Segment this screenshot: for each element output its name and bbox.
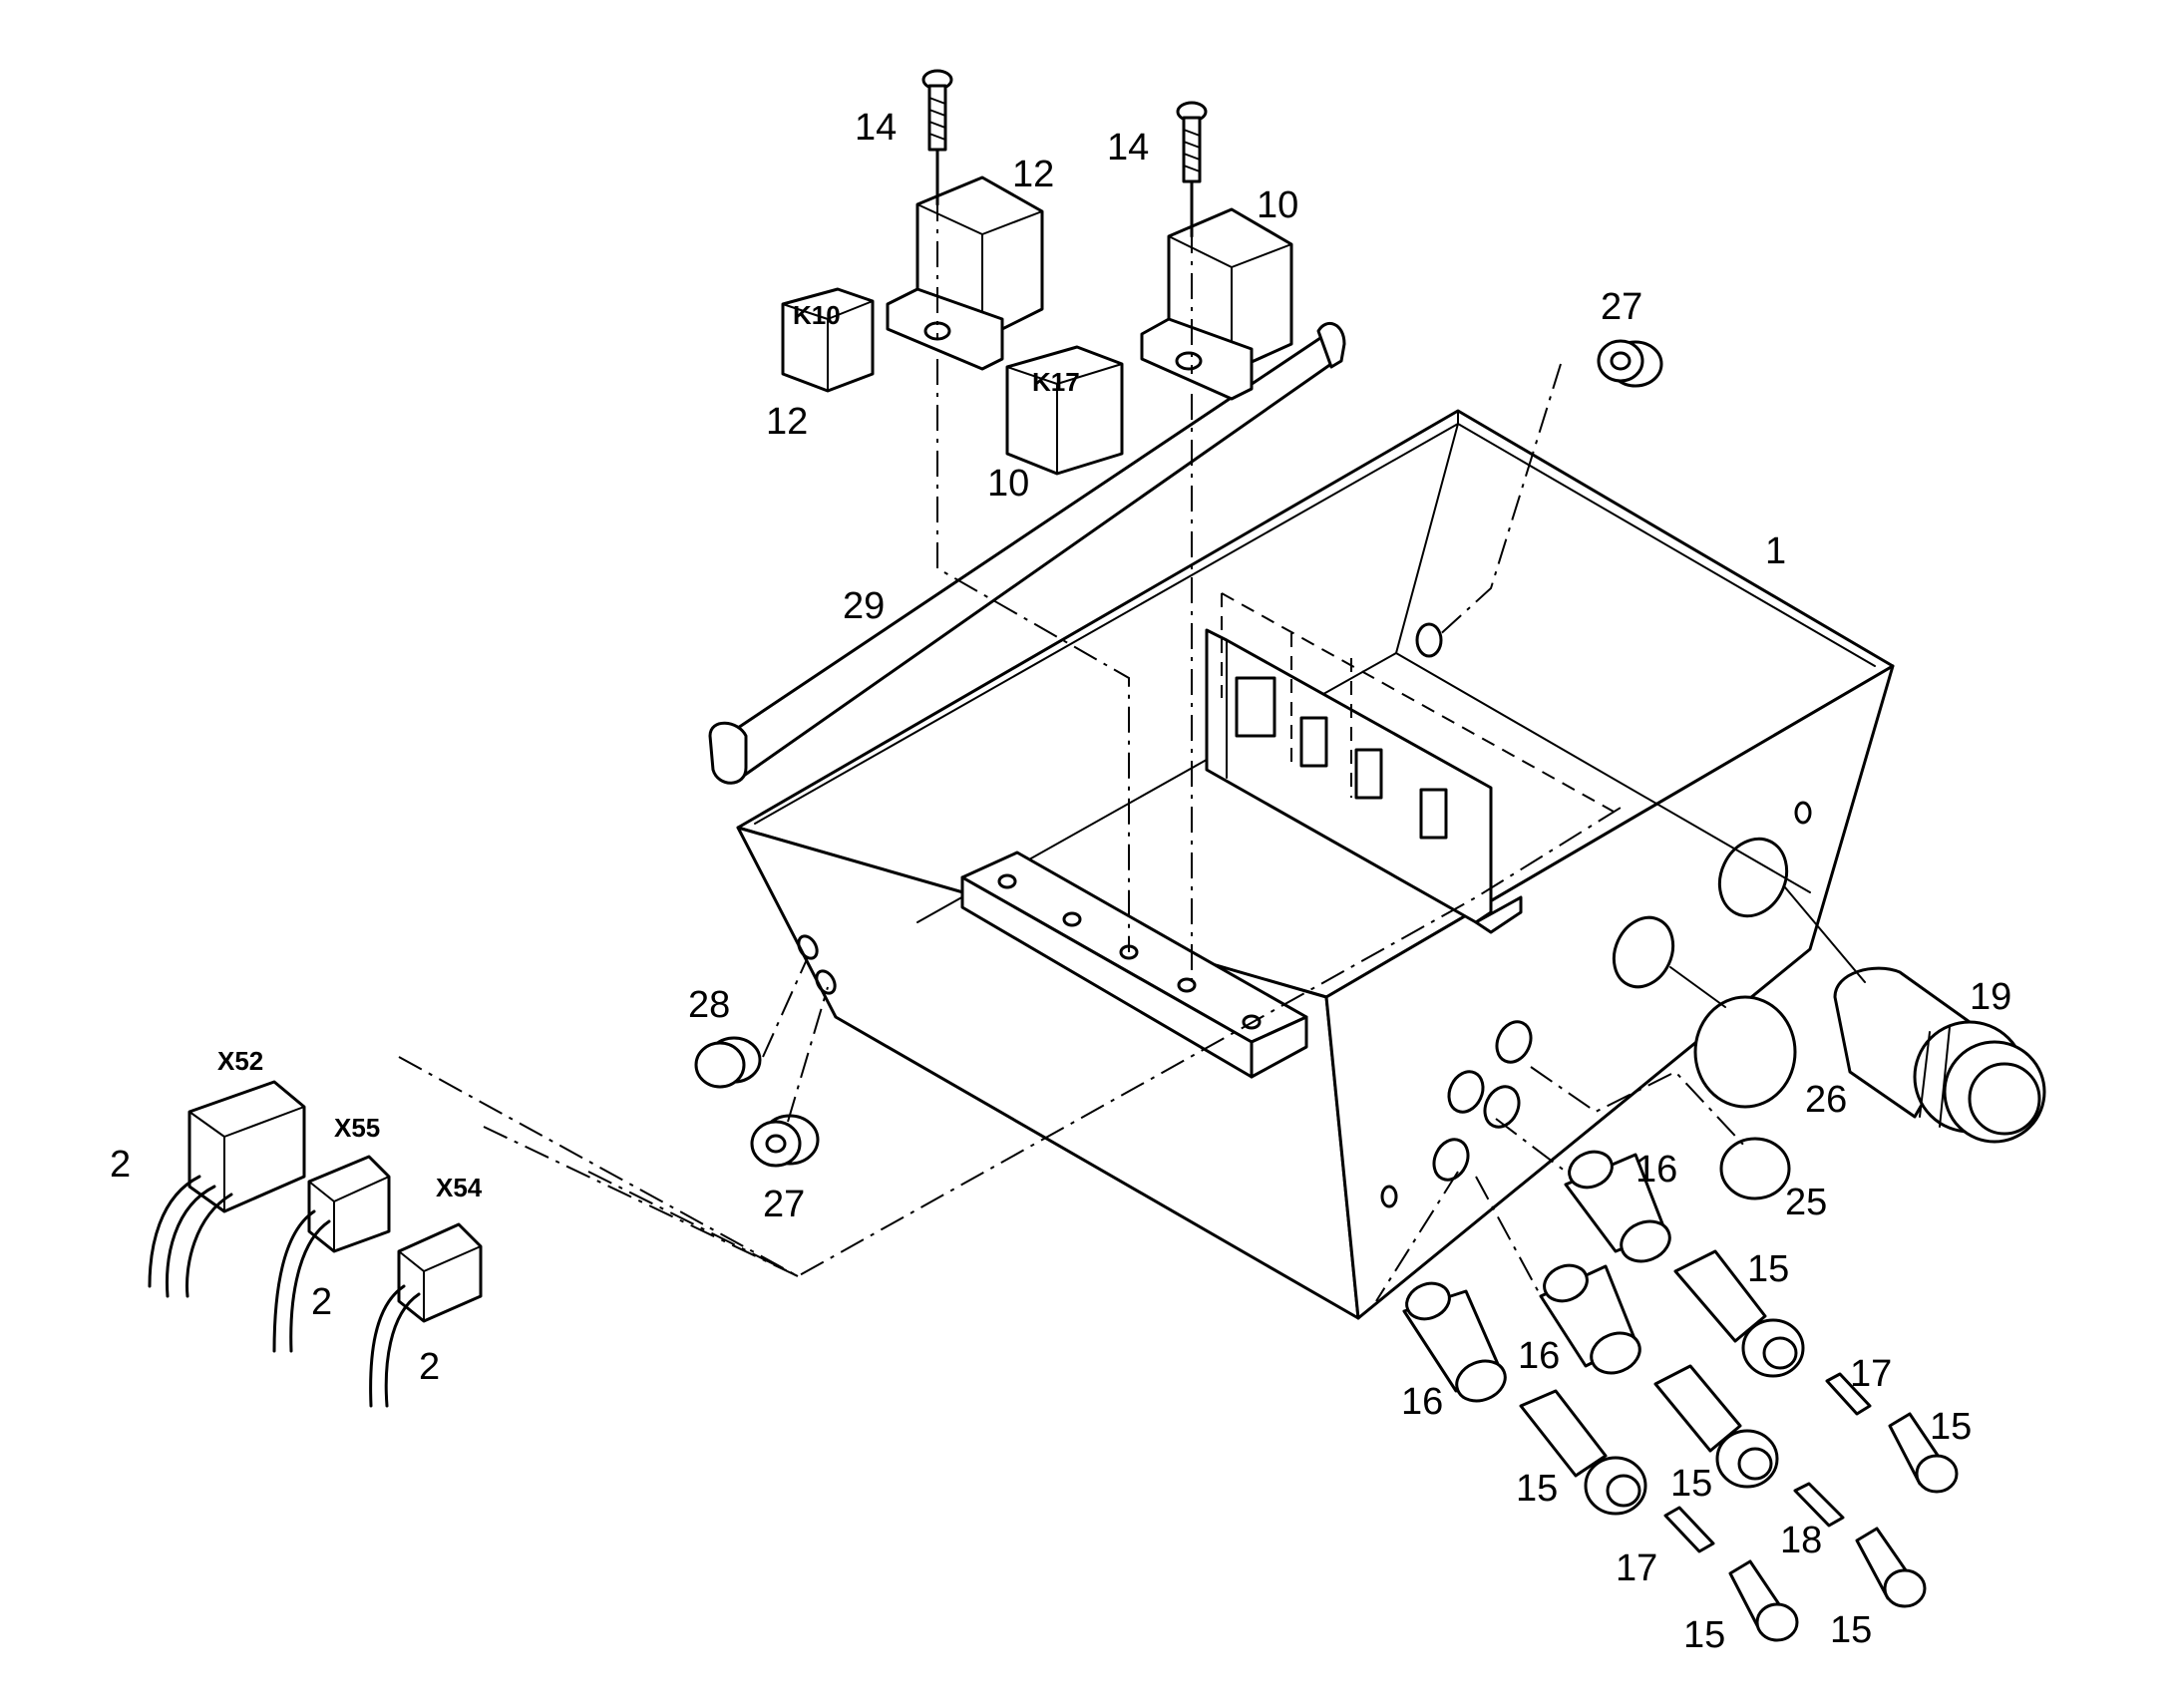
callout-15-e: 15 [1683, 1614, 1725, 1656]
socket-plate [1205, 628, 1523, 934]
mounting-rail-bar [960, 851, 1308, 1079]
callout-16-b: 16 [1518, 1335, 1560, 1377]
callout-18: 18 [1780, 1520, 1822, 1561]
assembly-lines [398, 148, 1866, 1302]
relay-socket-10 [1140, 207, 1293, 401]
callout-15-c: 15 [1670, 1463, 1712, 1505]
fuse-holder-15-b [1653, 1364, 1779, 1489]
screw-right [1176, 101, 1208, 183]
screw-left [921, 69, 953, 152]
fuse-holder-15-a [1673, 1249, 1805, 1378]
callout-29: 29 [843, 585, 885, 627]
connector-x54: X54 [369, 1173, 483, 1408]
callout-27-top: 27 [1601, 286, 1642, 328]
callout-labels: 14 12 14 10 12 10 27 1 29 28 27 19 26 25… [110, 107, 2011, 1656]
callout-17-a: 17 [1850, 1353, 1892, 1395]
callout-12-relay: 12 [766, 401, 808, 443]
callout-10-relay: 10 [987, 463, 1029, 505]
callout-16-a: 16 [1635, 1149, 1677, 1191]
connector-x55-label: X55 [334, 1113, 380, 1143]
callout-10-socket: 10 [1257, 184, 1298, 226]
plug-26 [1693, 995, 1797, 1109]
callout-19: 19 [1970, 976, 2011, 1018]
plug-25 [1719, 1137, 1791, 1200]
fuse-cap-15-b [1855, 1527, 1927, 1608]
grommet-27-bottom [750, 1114, 820, 1168]
callout-14-left: 14 [855, 107, 897, 149]
callout-14-right: 14 [1107, 127, 1149, 169]
callout-28: 28 [688, 984, 730, 1026]
callout-2-x54: 2 [419, 1346, 440, 1388]
callout-15-b: 15 [1930, 1406, 1972, 1448]
fuse-holder-15-c [1519, 1389, 1647, 1516]
callout-25: 25 [1785, 1182, 1827, 1223]
relay-k17: K17 [1005, 345, 1124, 476]
relay-k17-label: K17 [1032, 367, 1080, 397]
fuse-17-a [1825, 1372, 1872, 1416]
grommet-27-top [1597, 339, 1663, 388]
connector-x52: X52 [148, 1046, 306, 1298]
connector-x55: X55 [272, 1113, 391, 1353]
relay-socket-12 [886, 175, 1044, 371]
connector-x52-label: X52 [217, 1046, 263, 1076]
callout-27-bottom: 27 [763, 1184, 805, 1225]
plug-28 [694, 1036, 762, 1089]
fuse-cap-15-c [1728, 1559, 1799, 1642]
relay-k10-label: K10 [793, 300, 841, 330]
fuse-cap-15-a [1888, 1412, 1959, 1494]
fuse-sleeve-16-b [1539, 1263, 1641, 1375]
enclosure-box [736, 409, 1895, 1320]
fuse-17-b [1663, 1506, 1715, 1553]
callout-1: 1 [1765, 530, 1786, 572]
callout-26: 26 [1805, 1079, 1847, 1121]
callout-15-d: 15 [1516, 1468, 1558, 1510]
callout-2-x52: 2 [110, 1144, 131, 1186]
callout-16-c: 16 [1401, 1381, 1443, 1423]
callout-2-x55: 2 [311, 1281, 332, 1323]
callout-12-socket: 12 [1012, 154, 1054, 195]
fuse-sleeve-16-c [1402, 1281, 1507, 1403]
edge-trim-strip [708, 321, 1346, 785]
relay-k10: K10 [781, 287, 875, 393]
fuse-sleeve-16-a [1564, 1150, 1671, 1263]
fuse-18 [1793, 1482, 1845, 1528]
cable-gland-19 [1833, 966, 2046, 1144]
connector-x54-label: X54 [436, 1173, 483, 1202]
callout-15-a: 15 [1747, 1248, 1789, 1290]
callout-17-b: 17 [1616, 1547, 1657, 1589]
callout-15-f: 15 [1830, 1609, 1872, 1651]
